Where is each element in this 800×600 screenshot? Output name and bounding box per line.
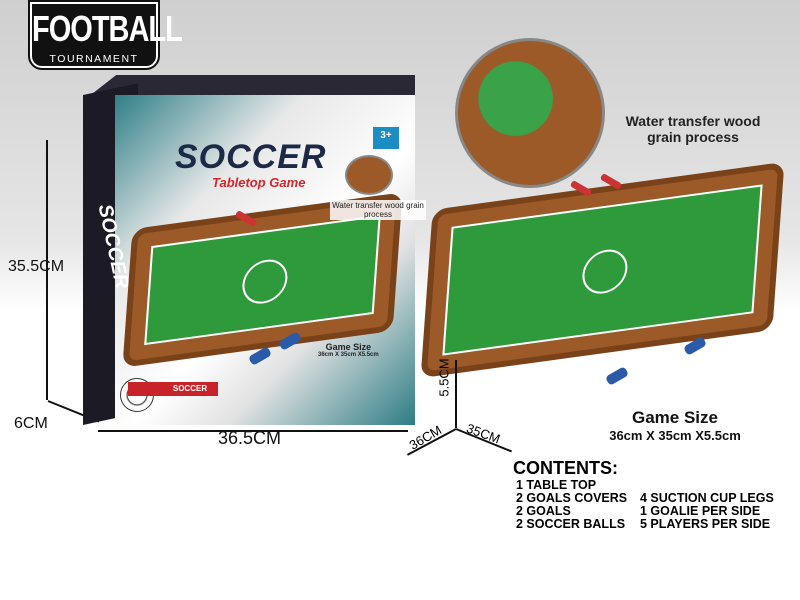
axis-height: [455, 360, 457, 428]
axis-depth-label: 36CM: [406, 422, 445, 453]
wood-grain-callout: Water transfer wood grain process: [625, 113, 761, 145]
height-dimension-line: [46, 140, 48, 400]
axis-height-label: 5.5CM: [436, 358, 452, 397]
box-title: SOCCER: [175, 138, 327, 176]
height-label: 35.5CM: [8, 258, 65, 275]
football-tournament-logo: FOOTBALL TOURNAMENT: [28, 0, 183, 70]
contents-title: CONTENTS:: [513, 458, 618, 478]
box-wood-note: Water transfer wood grain process: [330, 200, 426, 220]
box-wood-inset: [345, 155, 393, 195]
blue-handle: [604, 366, 630, 386]
game-size: Game Size 36cm X 35cm X5.5cm: [609, 408, 741, 443]
box-soccer-badge: SOCCER: [128, 382, 218, 396]
wood-grain-closeup: [455, 38, 605, 188]
width-dimension-line: [98, 430, 408, 432]
axis-width-label: 35CM: [464, 420, 503, 447]
foosball-table-image: [420, 161, 785, 379]
depth-label: 6CM: [14, 415, 48, 432]
age-badge: 3+: [373, 127, 399, 149]
box-subtitle: Tabletop Game: [212, 175, 306, 190]
width-label: 36.5CM: [218, 428, 282, 448]
